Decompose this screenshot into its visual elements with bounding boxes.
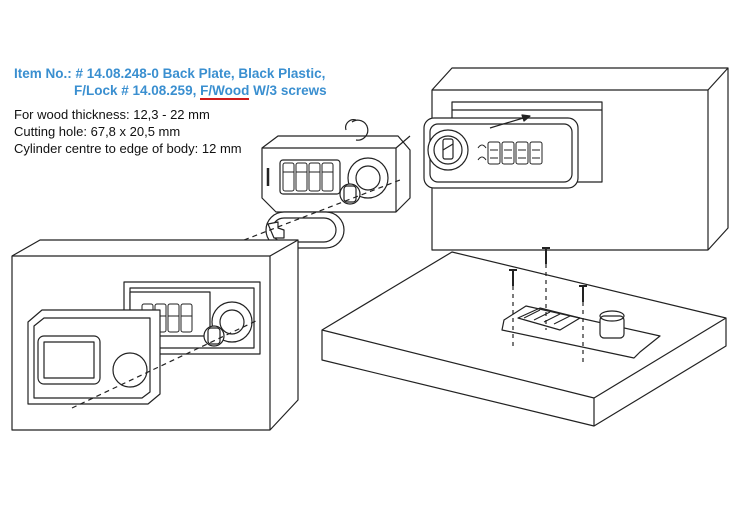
center-axis-dashed bbox=[243, 179, 401, 241]
spring-clip bbox=[345, 119, 369, 141]
screws bbox=[509, 247, 587, 302]
spec-wood-thickness: For wood thickness: 12,3 - 22 mm bbox=[14, 107, 210, 122]
exploded-lock-center bbox=[261, 135, 411, 213]
title-line-2-prefix: F/Lock # 14.08.259, bbox=[74, 83, 201, 98]
board-bottom-right bbox=[321, 251, 727, 427]
item-title-line-1: Item No.: # 14.08.248-0 Back Plate, Blac… bbox=[14, 66, 326, 81]
screw-axes-dashed bbox=[512, 264, 584, 366]
title-highlight-fwood: F/Wood bbox=[200, 83, 250, 100]
mounted-lock-top bbox=[423, 117, 579, 189]
item-title-line-2: F/Lock # 14.08.259, F/Wood W/3 screws bbox=[74, 83, 327, 100]
back-plate-oval bbox=[265, 211, 345, 249]
bottom-axis-dashed bbox=[71, 319, 259, 409]
spec-cylinder-centre: Cylinder centre to edge of body: 12 mm bbox=[14, 141, 242, 156]
back-plate-right bbox=[501, 305, 661, 359]
title-line-2-suffix: W/3 screws bbox=[249, 83, 327, 98]
spec-cutting-hole: Cutting hole: 67,8 x 20,5 mm bbox=[14, 124, 181, 139]
back-plate-bottom bbox=[27, 309, 161, 405]
arrow-head bbox=[521, 114, 531, 122]
